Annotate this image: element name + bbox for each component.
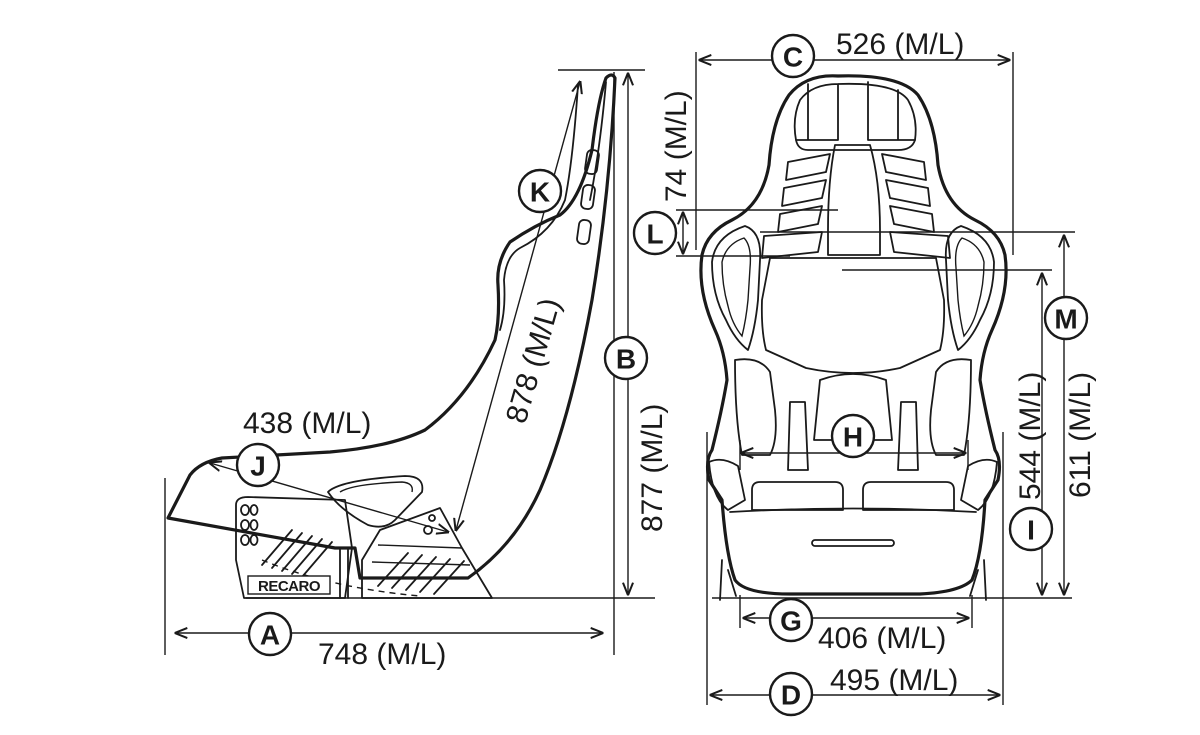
front-lumbar-panel [760, 257, 946, 374]
side-dashed-base [261, 559, 421, 597]
label-k: K [517, 168, 563, 214]
front-seat-handle [811, 539, 895, 547]
front-lower-back-center [813, 373, 893, 441]
front-slot-right-1 [881, 153, 927, 181]
front-shoulder-left [711, 225, 762, 351]
label-j-value: 438 (M/L) [243, 407, 371, 440]
side-harness-slot-2 [580, 184, 596, 210]
label-a-letter: A [260, 620, 280, 651]
label-i: I [1008, 506, 1054, 552]
label-h: H [830, 413, 876, 459]
front-seat-right [862, 481, 955, 511]
front-shoulder-right [944, 225, 995, 351]
side-logo-plate [247, 575, 331, 595]
label-m-value: 611 (M/L) [1064, 372, 1097, 498]
front-seat-left [751, 481, 844, 511]
label-c-letter: C [783, 42, 803, 73]
label-k-value: 878 (M/L) [500, 294, 567, 427]
front-slot-left-3 [777, 205, 823, 233]
label-c-value: 526 (M/L) [836, 28, 964, 61]
front-seat-feet [719, 559, 987, 601]
side-bracket-line [377, 544, 463, 549]
label-d-letter: D [781, 680, 801, 711]
side-bracket-holes [240, 504, 436, 546]
front-slot-left-1 [785, 153, 831, 181]
front-slot-right-4 [889, 231, 951, 259]
label-h-letter: H [843, 422, 863, 453]
front-seat-lip [729, 507, 977, 513]
label-a-value: 748 (M/L) [318, 638, 446, 671]
front-shoulder-left-inner [721, 237, 752, 338]
label-m: M [1043, 295, 1089, 341]
side-harness-slot-3 [576, 219, 592, 245]
front-lower-side-right [929, 358, 972, 456]
label-i-value: 544 (M/L) [1014, 372, 1047, 500]
label-m-letter: M [1054, 304, 1077, 335]
label-g: G [768, 597, 814, 643]
front-thigh-bolster-left [708, 458, 746, 511]
dim-k-line [456, 82, 580, 530]
front-slot-left-2 [781, 179, 827, 207]
label-l-value: 74 (M/L) [660, 90, 693, 202]
label-g-value: 406 (M/L) [818, 622, 946, 655]
front-headrest [793, 81, 917, 141]
label-c: C [770, 33, 816, 79]
label-g-letter: G [780, 606, 802, 637]
label-j: J [235, 442, 281, 488]
label-a: A [247, 611, 293, 657]
front-back-spine [827, 144, 881, 256]
front-slot-left-4 [761, 231, 823, 259]
label-b: B [603, 335, 649, 381]
label-d: D [768, 671, 814, 717]
front-lower-slot-right [897, 401, 919, 471]
front-lower-side-left [734, 358, 777, 456]
front-slot-right-3 [889, 205, 935, 233]
front-view-seat [699, 74, 1072, 601]
side-view-seat: RECARO [166, 73, 655, 599]
side-thigh-slot-inner [339, 481, 413, 493]
side-back-inner-edge-2 [589, 81, 607, 201]
label-j-letter: J [250, 451, 266, 482]
label-b-letter: B [616, 344, 636, 375]
front-shell-outline [699, 74, 1008, 596]
front-slot-right-2 [885, 179, 931, 207]
front-lower-slot-left [787, 401, 809, 471]
side-bracket-hatching [261, 529, 465, 595]
front-headrest-base [795, 139, 916, 151]
label-i-letter: I [1027, 515, 1035, 546]
side-harness-slot-1 [584, 149, 600, 175]
label-b-value: 877 (M/L) [636, 404, 669, 532]
front-shoulder-right-inner [954, 237, 985, 338]
side-bracket-line-2 [371, 561, 471, 566]
front-thigh-bolster-right [960, 458, 998, 511]
label-k-letter: K [530, 177, 550, 208]
brand-logo: RECARO [258, 578, 321, 595]
label-d-value: 495 (M/L) [830, 664, 958, 697]
label-l-letter: L [646, 219, 663, 250]
label-l: L [632, 210, 678, 256]
